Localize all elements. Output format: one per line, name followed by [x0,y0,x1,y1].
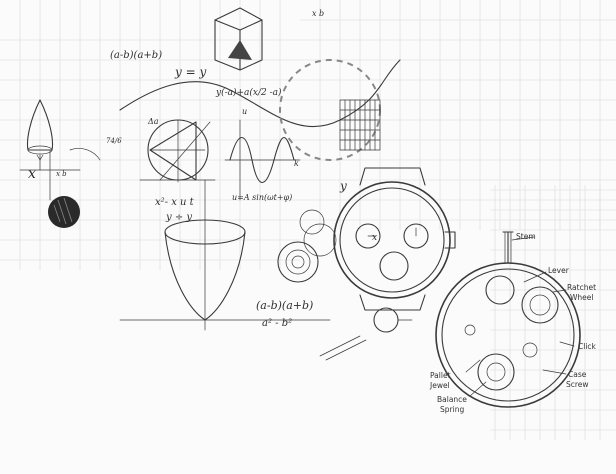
cube-sketch [214,7,263,71]
sine-plot [224,119,301,201]
formula-x-wheel: x [372,233,377,243]
formula-delta-a: Δa [147,117,159,126]
concentric-circles [277,209,337,283]
watch-movement [435,231,581,408]
label-pallet-line1: Pallet [430,371,451,380]
formula-y-frac: y ÷ y [165,212,192,223]
background-grid-left [0,0,300,270]
label-leader-lines [465,236,575,397]
bar-grid-sketch [339,99,381,151]
wave-curve [119,59,401,128]
label-balance-line1: Balance [437,395,467,404]
formula-x-minus: x²- x u t [155,197,195,208]
formula-k-axis: k [294,159,299,168]
formula-ab-top: (a-b)(a+b) [110,50,162,61]
watch-face [333,167,456,311]
label-pallet-line2: Jewel [429,381,450,390]
formula-u-axis: u [242,107,247,116]
triangle-circle-geometry [139,119,216,183]
formula-y-minus: y(-a)+a(x/2 -a) [215,87,282,98]
hatched-sphere [48,196,80,228]
formula-a2-b2: a² - b² [262,318,292,329]
formula-y-axis: y [339,179,347,193]
label-case-line1: Case [568,370,587,379]
paraboloid-sketch [119,179,331,331]
background-grid-right [300,0,616,230]
label-click: Click [578,342,597,351]
label-stem: Stem [516,232,536,241]
label-balance-line2: Spring [440,405,464,414]
label-ratchet-line1: Ratchet [567,283,596,292]
label-lever: Lever [548,266,570,275]
cone-sketch [26,99,54,171]
formula-u-eq: u=A sin(ωt+φ) [232,193,292,202]
axes-left [19,148,101,201]
formula-ab-bottom: (a-b)(a+b) [256,299,313,312]
formula-x-left: x [28,166,36,182]
background-grid-bottom-right [490,185,616,440]
formula-seventy: 74/6 [106,137,122,145]
label-ratchet-line2: Wheel [570,293,593,302]
watch-crown [319,307,413,361]
label-case-line2: Screw [566,380,589,389]
formula-y-eq: y = y [174,65,206,79]
formula-x-b-top: x b [312,9,324,18]
formula-xb: x b [56,170,67,178]
